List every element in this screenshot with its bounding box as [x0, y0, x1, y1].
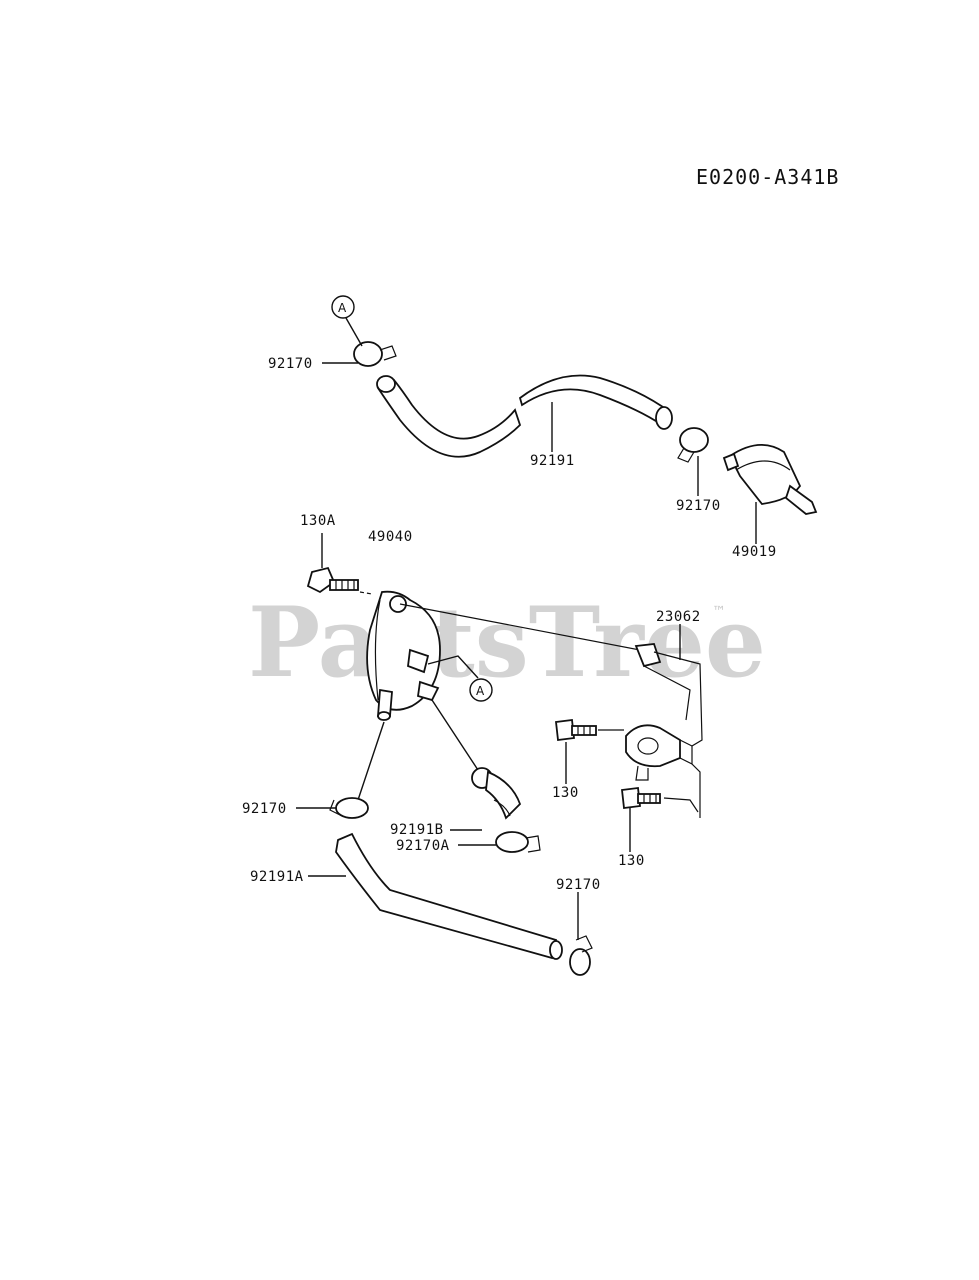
ref-mark-a-top: [331, 295, 355, 319]
part-label: 49019: [732, 544, 777, 560]
ref-mark-a-pump-label: A: [476, 684, 485, 698]
part-label: 92170: [242, 801, 287, 817]
part-label: 92170: [676, 498, 721, 514]
bolt-130-upper-drawing: [555, 718, 624, 742]
part-label: 23062: [656, 609, 701, 625]
part-label: 92191: [530, 453, 575, 469]
part-label: 92191B: [390, 822, 444, 838]
hose-a-drawing: [335, 832, 563, 960]
clamp-bottom-drawing: [569, 935, 593, 976]
part-label: 130: [552, 785, 579, 801]
clamp-left-drawing: [329, 721, 385, 819]
ref-mark-a-top-label: A: [338, 301, 347, 315]
bracket-drawing: [399, 603, 703, 818]
part-label: 92170: [268, 356, 313, 372]
part-label: 92191A: [250, 869, 304, 885]
diagram-code: E0200-A341B: [696, 165, 839, 189]
fuel-pump-drawing: [366, 590, 441, 721]
part-label: 92170: [556, 877, 601, 893]
part-label: 49040: [368, 529, 413, 545]
clamp-top-left-drawing: [353, 341, 397, 367]
clamp-a-drawing: [495, 831, 541, 853]
part-label: 130A: [300, 513, 336, 529]
clamp-filter-drawing: [677, 427, 709, 463]
watermark-trademark: ™: [712, 604, 726, 620]
part-label: 92170A: [396, 838, 450, 854]
part-label: 130: [618, 853, 645, 869]
watermark-text: PartsTree: [248, 586, 766, 699]
fuel-filter-drawing: [722, 444, 818, 515]
bolt-130a-drawing: [306, 566, 373, 595]
hose-upper-drawing: [376, 374, 673, 458]
bolt-130-lower-drawing: [621, 786, 661, 810]
hose-b-drawing: [431, 699, 522, 820]
ref-mark-a-pump: [469, 678, 493, 702]
